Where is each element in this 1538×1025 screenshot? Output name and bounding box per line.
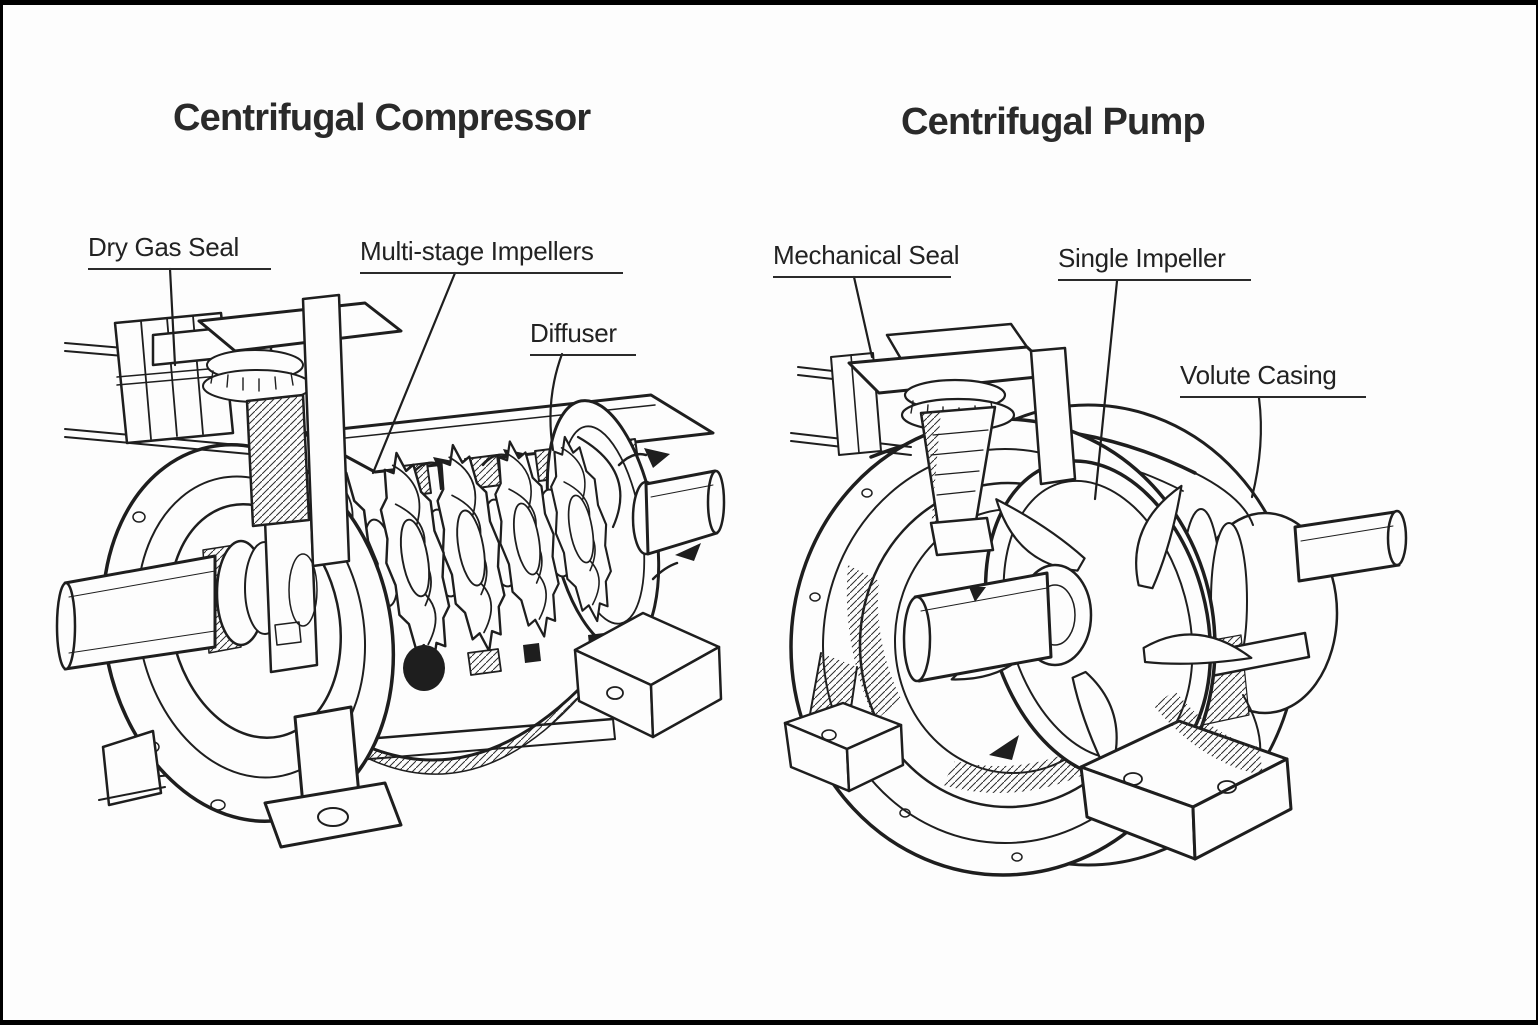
label-volute-casing: Volute Casing (1180, 360, 1366, 398)
compressor-leader-lines (168, 267, 564, 475)
compressor-seal-assembly (64, 293, 403, 568)
compressor-illustration (55, 267, 726, 849)
label-single-impeller: Single Impeller (1058, 243, 1251, 281)
leader-diffuser (549, 352, 564, 452)
label-diffuser: Diffuser (530, 318, 636, 356)
compressor-title: Centrifugal Compressor (173, 97, 591, 139)
label-dry-gas-seal: Dry Gas Seal (88, 232, 271, 270)
compressor-lower-casing (351, 678, 590, 775)
pump-feet (783, 652, 1293, 861)
compressor-output-shaft (631, 469, 726, 556)
label-mechanical-seal: Mechanical Seal (773, 240, 960, 278)
compressor-feet (98, 611, 723, 849)
leader-multi-stage-impellers (371, 271, 457, 475)
pump-seal-assembly (790, 322, 1077, 557)
pump-output-shaft (1293, 509, 1408, 583)
compressor-rotor (298, 399, 661, 691)
pump-shaft (902, 571, 1053, 683)
compressor-input-shaft (55, 554, 217, 671)
pump-illustration (783, 275, 1408, 877)
compressor-bearing-hub (202, 511, 319, 674)
leader-single-impeller (1093, 279, 1119, 501)
leader-volute-casing (1250, 396, 1262, 499)
leader-mechanical-seal (852, 275, 874, 359)
illustrations-canvas (55, 267, 1408, 877)
shaft-flow-arrow-icon (969, 587, 986, 602)
pump-title: Centrifugal Pump (901, 101, 1206, 143)
leader-dry-gas-seal (168, 267, 177, 367)
discharge-arrow-icon (617, 448, 701, 581)
volute-flow-arrow-icon (989, 735, 1019, 760)
label-multi-stage-impellers: Multi-stage Impellers (360, 236, 623, 274)
pump-leader-lines (852, 275, 1262, 501)
